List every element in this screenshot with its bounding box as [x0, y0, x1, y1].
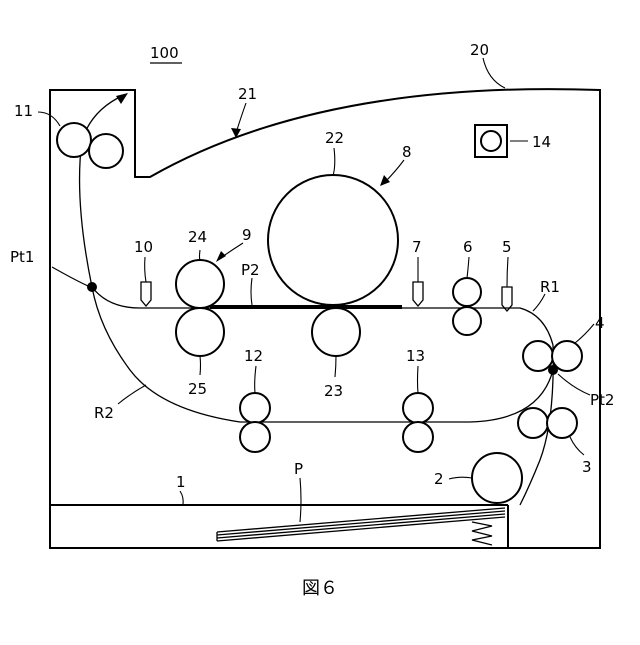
- label-21: 21: [238, 85, 257, 103]
- label-r2: R2: [94, 404, 114, 422]
- label-6: 6: [463, 238, 473, 256]
- roller-12b: [240, 422, 270, 452]
- label-24: 24: [188, 228, 207, 246]
- roller-6b: [453, 307, 481, 335]
- pickup-roller-2: [472, 453, 522, 503]
- exit-path: [80, 96, 122, 287]
- label-100: 100: [150, 44, 179, 62]
- spring: [472, 522, 492, 545]
- label-3: 3: [582, 458, 592, 476]
- label-pt1: Pt1: [10, 248, 34, 266]
- roller-6a: [453, 278, 481, 306]
- label-5: 5: [502, 238, 512, 256]
- roller-13a: [403, 393, 433, 423]
- roller-3b: [547, 408, 577, 438]
- roller-3a: [518, 408, 548, 438]
- paper-stack: [217, 508, 505, 541]
- roller-11b: [89, 134, 123, 168]
- sensor-7: [413, 282, 423, 306]
- label-11: 11: [14, 102, 33, 120]
- roller-23: [312, 308, 360, 356]
- label-r1: R1: [540, 278, 560, 296]
- label-10: 10: [134, 238, 153, 256]
- label-14: 14: [532, 133, 551, 151]
- drum-22: [268, 175, 398, 305]
- label-1: 1: [176, 473, 186, 491]
- label-2: 2: [434, 470, 444, 488]
- label-23: 23: [324, 382, 343, 400]
- point-pt2: [548, 365, 558, 375]
- sensor-10: [141, 282, 151, 306]
- label-12: 12: [244, 347, 263, 365]
- label-4: 4: [595, 314, 605, 332]
- label-p: P: [294, 460, 303, 478]
- exit-arrow-head: [116, 93, 128, 104]
- roller-12a: [240, 393, 270, 423]
- label-7: 7: [412, 238, 422, 256]
- roller-25: [176, 308, 224, 356]
- label-25: 25: [188, 380, 207, 398]
- figure-caption: 図６: [302, 578, 338, 599]
- label-22: 22: [325, 129, 344, 147]
- label-13: 13: [406, 347, 425, 365]
- label-pt2: Pt2: [590, 391, 614, 409]
- label-20: 20: [470, 41, 489, 59]
- label-p2: P2: [241, 261, 260, 279]
- point-pt1: [87, 282, 97, 292]
- label-9: 9: [242, 226, 252, 244]
- roller-11a: [57, 123, 91, 157]
- roller-13b: [403, 422, 433, 452]
- roller-24: [176, 260, 224, 308]
- roller-4a: [523, 341, 553, 371]
- label-8: 8: [402, 143, 412, 161]
- sensor-14-circle: [481, 131, 501, 151]
